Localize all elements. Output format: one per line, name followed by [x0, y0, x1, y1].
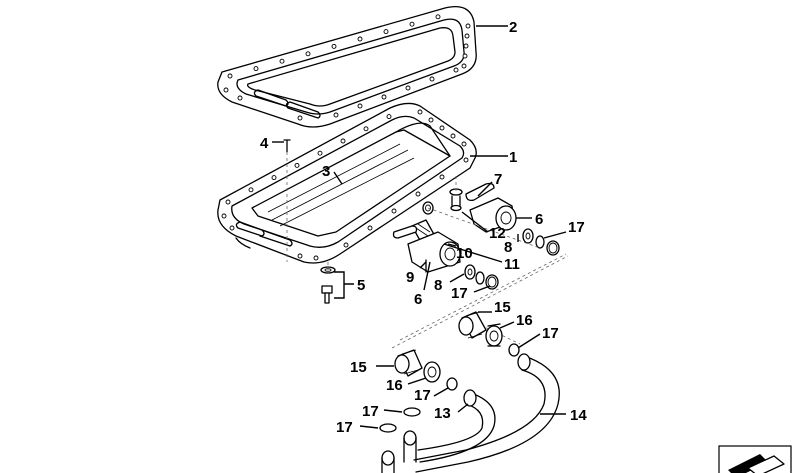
gasket-bolt-hole	[333, 112, 339, 118]
gasket-bolt-hole	[253, 66, 259, 72]
gasket-bolt-hole	[461, 63, 467, 69]
callout-8b: 8	[434, 277, 442, 294]
oil-line-part-14	[413, 353, 560, 473]
pan-bolt-hole	[363, 126, 369, 132]
leader-lines	[272, 25, 567, 429]
callout-11: 11	[504, 256, 520, 273]
callout-5: 5	[357, 277, 365, 294]
gasket-bolt-hole	[237, 95, 243, 101]
gasket-bolt-hole	[227, 73, 233, 79]
callout-17a: 17	[568, 219, 585, 236]
pan-bolt-hole	[294, 162, 300, 168]
callout-6a: 6	[535, 211, 543, 228]
fitting-set-right	[458, 311, 520, 357]
callout-1: 1	[509, 149, 517, 166]
gasket-bolt-hole	[357, 36, 363, 42]
callout-9: 9	[406, 269, 414, 286]
gasket-bolt-hole	[331, 43, 337, 49]
gasket-bolt-hole	[405, 85, 411, 91]
callout-12: 12	[489, 225, 506, 242]
fitting-set-left	[394, 349, 458, 391]
oil-pan-part-1	[217, 102, 477, 264]
gasket-bolt-hole	[305, 51, 311, 57]
callout-8a: 8	[504, 239, 512, 256]
callout-labels: 1 2 3 4 5 7 6 12 8 17 10 11 9 8 6 17 15 …	[260, 19, 587, 436]
gasket-bolt-hole	[463, 43, 469, 49]
pan-bolt-hole	[313, 255, 319, 261]
pan-bolt-hole	[417, 109, 423, 115]
gasket-bolt-hole	[381, 94, 387, 100]
bolt-part-4	[283, 139, 291, 153]
callout-17d: 17	[414, 387, 431, 404]
pan-bolt-hole	[317, 150, 323, 156]
oil-line-part-13	[381, 389, 496, 473]
gasket-bolt-hole	[297, 115, 303, 121]
connection-assembly-upper	[392, 182, 560, 290]
gasket-bolt-hole	[223, 87, 229, 93]
gasket-bolt-hole	[464, 33, 470, 39]
gasket-part-2	[217, 5, 477, 128]
callout-13: 13	[434, 405, 451, 422]
callout-10: 10	[456, 245, 473, 262]
callout-3: 3	[322, 163, 330, 180]
callout-15a: 15	[494, 299, 511, 316]
assembly-guide-lines	[286, 152, 569, 349]
callout-16a: 16	[516, 312, 533, 329]
exploded-view-symbol-icon	[718, 445, 792, 473]
callout-15b: 15	[350, 359, 367, 376]
gasket-bolt-hole	[357, 103, 363, 109]
callout-6b: 6	[414, 291, 422, 308]
pan-bolt-hole	[343, 242, 349, 248]
callout-17b: 17	[451, 285, 468, 302]
pan-bolt-hole	[439, 125, 445, 131]
callout-2: 2	[509, 19, 517, 36]
callout-14: 14	[570, 407, 587, 424]
gasket-bolt-hole	[279, 58, 285, 64]
gasket-bolt-hole	[383, 29, 389, 35]
callout-17e: 17	[362, 403, 379, 420]
pan-bolt-hole	[428, 117, 434, 123]
pan-bolt-hole	[461, 141, 467, 147]
pan-bolt-hole	[271, 175, 277, 181]
pan-bolt-hole	[340, 138, 346, 144]
pan-bolt-hole	[386, 114, 392, 120]
gasket-bolt-hole	[435, 14, 441, 20]
pan-bolt-hole	[415, 191, 421, 197]
gasket-bolt-hole	[429, 76, 435, 82]
gasket-bolt-hole	[409, 21, 415, 27]
pan-bolt-hole	[225, 199, 231, 205]
pan-bolt-hole	[248, 187, 254, 193]
callout-17f: 17	[336, 419, 353, 436]
pan-bolt-hole	[391, 208, 397, 214]
drain-bolt-part-5	[320, 266, 336, 304]
gasket-bolt-hole	[462, 53, 468, 59]
callout-17c: 17	[542, 325, 559, 342]
pan-bolt-hole	[229, 225, 235, 231]
o-rings-lower	[379, 407, 421, 433]
pan-bolt-hole	[297, 253, 303, 259]
callout-7: 7	[494, 171, 502, 188]
pan-bolt-hole	[221, 213, 227, 219]
callout-16b: 16	[386, 377, 403, 394]
callout-4: 4	[260, 135, 269, 152]
pan-bolt-hole	[439, 174, 445, 180]
gasket-bolt-hole	[453, 67, 459, 73]
gasket-bolt-hole	[465, 23, 471, 29]
pan-bolt-hole	[367, 225, 373, 231]
pan-bolt-hole	[463, 157, 469, 163]
pan-bolt-hole	[450, 133, 456, 139]
